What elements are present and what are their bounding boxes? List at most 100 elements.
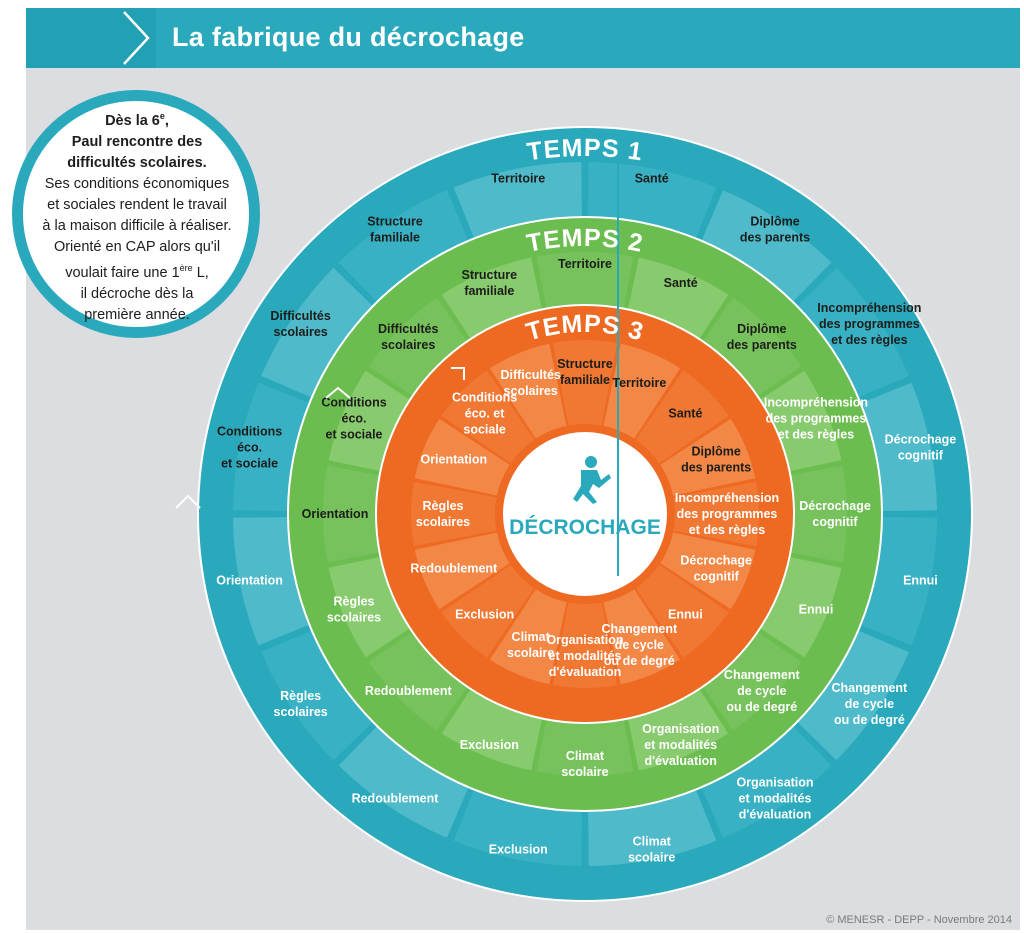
temps1-segment [797,630,909,761]
temps2-segment-label: Santé [664,276,698,290]
temps2-segment [703,632,802,731]
header-notch [26,8,156,68]
temps2-segment [628,257,729,339]
temps1-segment [261,267,373,398]
temps1-segment [861,517,937,646]
temps1-segment [338,190,469,302]
temps1-segment [338,726,469,838]
page-title: La fabrique du décrochage [172,22,525,52]
temps1-segment [453,790,582,866]
temps1-segment-label: Territoire [491,172,545,186]
temps3-segment-label: Santé [668,407,702,421]
temps2-segment [328,557,410,658]
temps3-segment [660,532,756,610]
temps2-segment [368,632,467,731]
temps3-segment [414,418,510,496]
temps3-segment-label: Territoire [612,376,666,390]
header-banner: La fabrique du décrochage [26,8,1020,68]
temps2-segment [368,297,467,396]
marker-corner-icon [451,367,465,380]
temps1-segment [701,190,832,302]
center-disk [503,432,667,596]
temps2-segment-label: Redoublement [365,684,453,698]
temps3-segment-label: Orientation [420,453,487,467]
copyright-note: © MENESR - DEPP - Novembre 2014 [826,914,1012,926]
temps2-segment [536,252,634,308]
temps1-title: TEMPS 1 [525,134,645,167]
temps1-segment [233,382,309,511]
temps2-segment-label: Exclusion [460,738,519,752]
center-label: DÉCROCHAGE [509,516,661,539]
intro-bubble [12,90,260,338]
temps1-segment-label: Santé [635,172,669,186]
temps3-segment [635,564,729,658]
temps3-segment-label: Redoublement [410,561,498,575]
temps3-segment [603,589,681,685]
temps1-segment-label: Ennui [903,574,938,588]
climbing-person-icon [573,456,611,504]
temps2-segment-label: Territoire [558,257,612,271]
temps2-segment [760,370,842,471]
marker-chevron-icon [325,386,351,399]
intro-text: Dès la 6e, Paul rencontre des difficulté… [42,111,232,323]
temps2-segment [703,297,802,396]
temps3-segment-label: Ennui [668,607,703,621]
temps1-segment [233,517,309,646]
temps3-segment [414,532,510,610]
temps2-segment [760,557,842,658]
temps2-segment [628,689,729,771]
temps3-segment [489,589,567,685]
temps1-segment [588,162,717,238]
temps2-segment [791,465,847,563]
temps2-segment [441,689,542,771]
temps2-segment-label: Ennui [799,603,834,617]
temps3-segment [411,481,497,547]
temps3-segment [673,481,759,547]
temps3-segment [489,343,567,439]
temps1-segment [588,790,717,866]
marker-chevron-icon [175,494,201,509]
temps3-segment [603,343,681,439]
temps3-segment [441,370,535,464]
temps1-segment-label: Exclusion [489,842,548,856]
temps3-segment [660,418,756,496]
temps2-segment [441,257,542,339]
temps1-segment [861,382,937,511]
temps3-segment [635,370,729,464]
temps2-segment [322,465,379,563]
temps3-segment-label: Exclusion [455,607,514,621]
temps1-segment [453,162,582,238]
temps2-segment-label: Orientation [302,507,369,521]
temps2-segment [536,720,634,776]
temps1-segment-label: Redoublement [352,791,440,805]
temps1-segment [261,630,373,761]
temps1-segment-label: Orientation [216,574,283,588]
